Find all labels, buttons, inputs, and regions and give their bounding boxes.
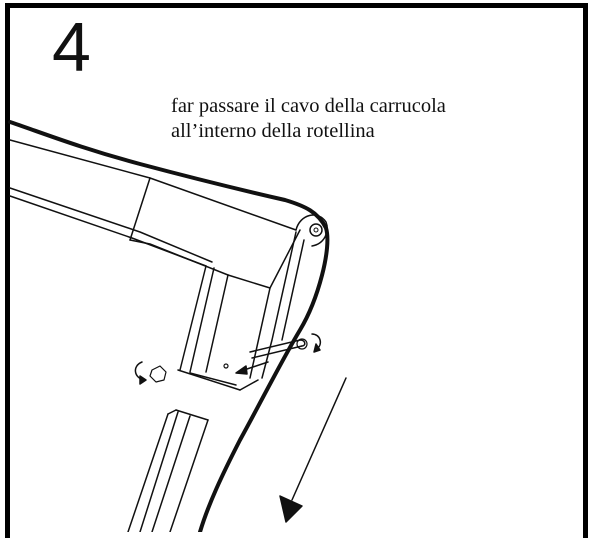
lower-tube-cap [167, 409, 177, 415]
top-rail-inner [9, 195, 207, 267]
side-panel-top [227, 229, 301, 289]
bolt-hole [223, 363, 229, 369]
rotation-arrow-left-head [139, 375, 147, 385]
lower-tube-top [175, 409, 209, 421]
top-rail-lower-face [129, 177, 151, 241]
slot-bottom [177, 369, 241, 391]
frame-outer-edge [8, 120, 330, 532]
lower-tube-left-inner [139, 411, 179, 532]
pin-shaft [249, 339, 303, 359]
pin-end [299, 339, 306, 347]
top-rail-outer [9, 187, 213, 263]
instruction-line-1: far passare il cavo della carrucola [171, 95, 446, 117]
side-panel-right [261, 231, 297, 379]
side-panel-back [281, 239, 305, 341]
slot-bottom-inner [189, 372, 237, 386]
slot-left-edge [179, 265, 207, 371]
slot-right-edge [239, 379, 259, 391]
top-rail-bottom-line [129, 239, 229, 276]
lower-tube-left-outer [127, 413, 169, 532]
pulley-wheel [309, 223, 323, 237]
instruction-text: far passare il cavo della carrucola all’… [171, 94, 446, 144]
lower-tube-mid [151, 415, 191, 532]
lower-tube-right [169, 419, 209, 532]
insert-arrow-head [235, 365, 248, 375]
nut-left [149, 365, 167, 383]
instruction-panel [5, 3, 588, 538]
top-rail-top-face [9, 139, 297, 231]
slide-arrow-head [279, 495, 303, 523]
nut-right [296, 338, 308, 350]
pulley-axle [313, 227, 319, 233]
instruction-line-2: all’interno della rotellina [171, 120, 375, 142]
step-number: 4 [52, 8, 91, 86]
pulley-bracket [295, 214, 328, 247]
slide-arrow-line [291, 377, 347, 501]
slot-left-edge-inner [189, 267, 215, 373]
slot-back-edge [205, 274, 229, 373]
rotation-arrow-right-head [313, 343, 321, 353]
side-panel-left [249, 287, 271, 379]
